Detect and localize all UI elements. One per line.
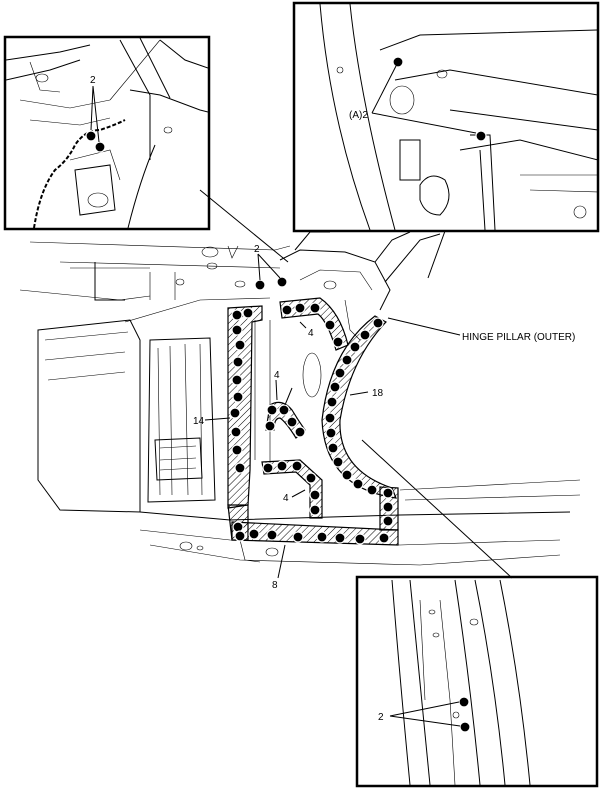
leader-lines-main: [204, 253, 461, 579]
label-inset-tl-2: 2: [90, 75, 96, 86]
label-hinge-pillar: HINGE PILLAR (OUTER): [462, 332, 575, 343]
inset-top-left: [3, 35, 211, 231]
label-4-bottom: 4: [283, 493, 289, 504]
weld-spots-main: [229, 276, 394, 545]
label-4-top: 4: [308, 328, 314, 339]
inset-bottom-right: [355, 575, 599, 788]
label-14: 14: [193, 416, 205, 427]
labels: 2 2 (A)2 2 HINGE PILLAR (OUTER) 4 4 4 14…: [90, 75, 575, 723]
inset-connectors: [199, 189, 513, 579]
label-inset-tr-a2: (A)2: [349, 110, 368, 121]
label-main-2: 2: [254, 244, 260, 255]
label-4-mid: 4: [274, 370, 280, 381]
label-18: 18: [372, 388, 384, 399]
inset-top-right: [292, 1, 600, 233]
main-body-sketch: [19, 231, 581, 566]
label-8: 8: [272, 580, 278, 591]
weld-region-14: [227, 305, 263, 509]
label-inset-br-2: 2: [378, 712, 384, 723]
